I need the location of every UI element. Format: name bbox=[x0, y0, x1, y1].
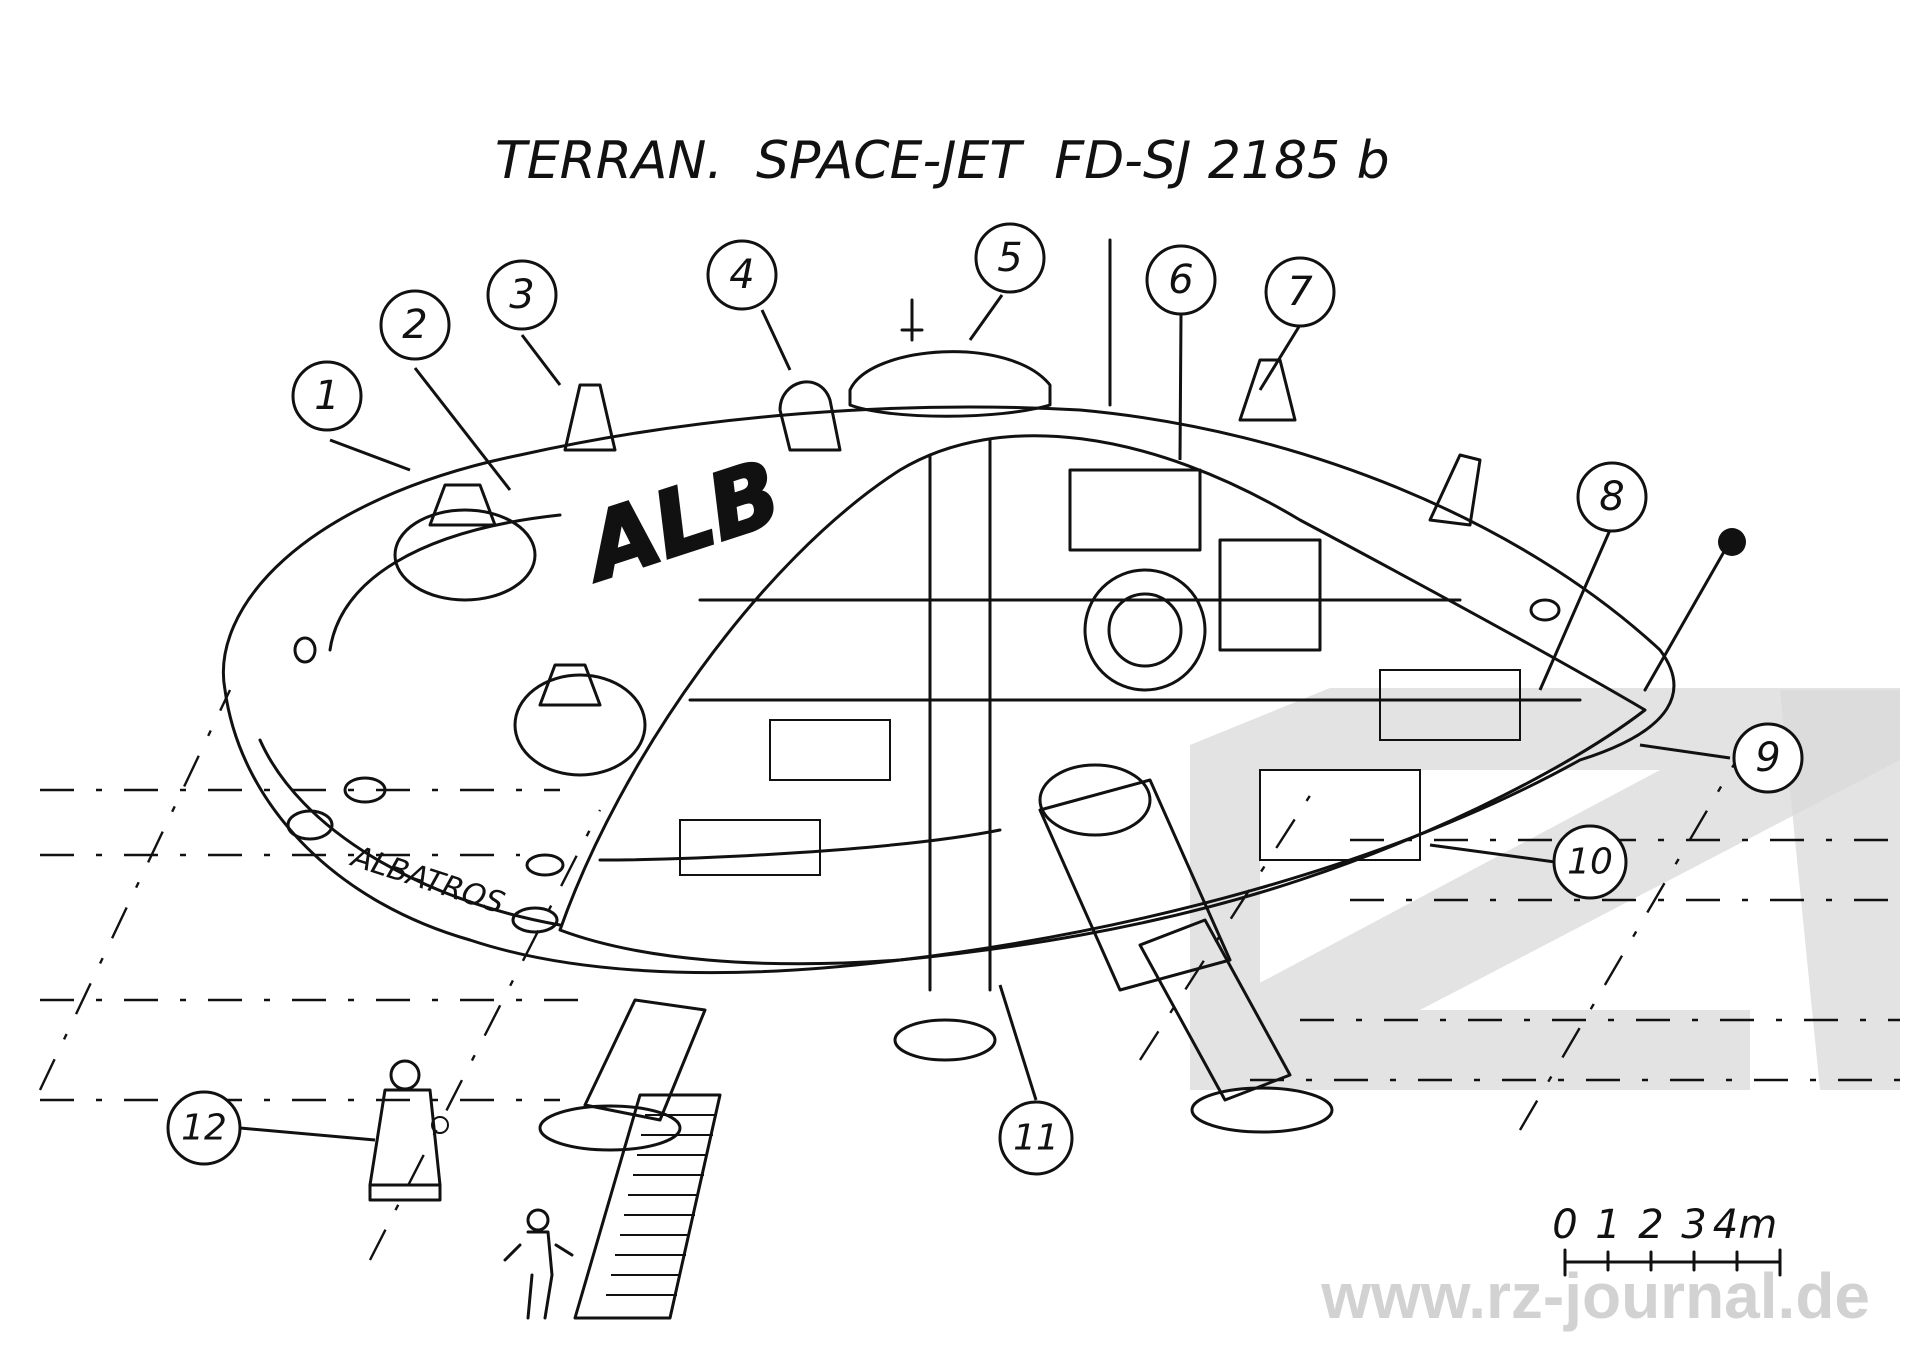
leader-lines bbox=[239, 294, 1731, 1142]
watermark-url: www.rz-journal.de bbox=[1320, 1260, 1870, 1332]
callout-12: 12 bbox=[166, 1090, 242, 1166]
callout-7-label: 7 bbox=[1287, 269, 1313, 315]
callout-12-label: 12 bbox=[181, 1108, 227, 1149]
scale-tick-0: 0 bbox=[1552, 1202, 1577, 1248]
callout-7: 7 bbox=[1264, 256, 1336, 328]
callout-4-label: 4 bbox=[729, 252, 754, 298]
human-figure bbox=[503, 1208, 574, 1320]
callout-8: 8 bbox=[1576, 461, 1648, 533]
callout-6: 6 bbox=[1145, 244, 1217, 316]
robot-figure bbox=[368, 1059, 449, 1202]
callout-2-label: 2 bbox=[402, 302, 427, 348]
hull-name-rim: ALBATROS bbox=[346, 839, 509, 922]
scale-tick-2: 2 bbox=[1638, 1202, 1663, 1248]
landing-legs bbox=[538, 918, 1334, 1152]
saucer-hull bbox=[222, 238, 1746, 992]
callout-11-label: 11 bbox=[1013, 1118, 1059, 1159]
callout-4: 4 bbox=[706, 239, 778, 311]
callout-9: 9 bbox=[1732, 722, 1804, 794]
boarding-ramp bbox=[573, 1093, 722, 1320]
diagram-title: TERRAN. SPACE-JET FD-SJ 2185 b bbox=[495, 131, 1390, 191]
callout-11: 11 bbox=[998, 1100, 1074, 1176]
callout-10: 10 bbox=[1552, 824, 1628, 900]
callout-8-label: 8 bbox=[1599, 474, 1624, 520]
scale-bar: 0 1 2 3 4m bbox=[1552, 1202, 1782, 1277]
callout-5: 5 bbox=[974, 222, 1046, 294]
callout-3-label: 3 bbox=[509, 272, 534, 318]
hull-name-large: ALB bbox=[569, 441, 793, 603]
callout-10-label: 10 bbox=[1567, 842, 1613, 883]
callout-5-label: 5 bbox=[997, 235, 1022, 281]
scale-tick-3: 3 bbox=[1681, 1202, 1706, 1248]
scale-tick-1: 1 bbox=[1595, 1202, 1620, 1248]
callout-3: 3 bbox=[486, 259, 558, 331]
callout-6-label: 6 bbox=[1168, 257, 1193, 303]
callout-9-label: 9 bbox=[1755, 735, 1780, 781]
callout-1: 1 bbox=[291, 360, 363, 432]
callout-2: 2 bbox=[379, 289, 451, 361]
ground-grid bbox=[38, 689, 1900, 1261]
watermark-logo bbox=[1190, 688, 1900, 1090]
callout-1-label: 1 bbox=[314, 373, 339, 419]
scale-tick-4: 4m bbox=[1713, 1202, 1777, 1248]
